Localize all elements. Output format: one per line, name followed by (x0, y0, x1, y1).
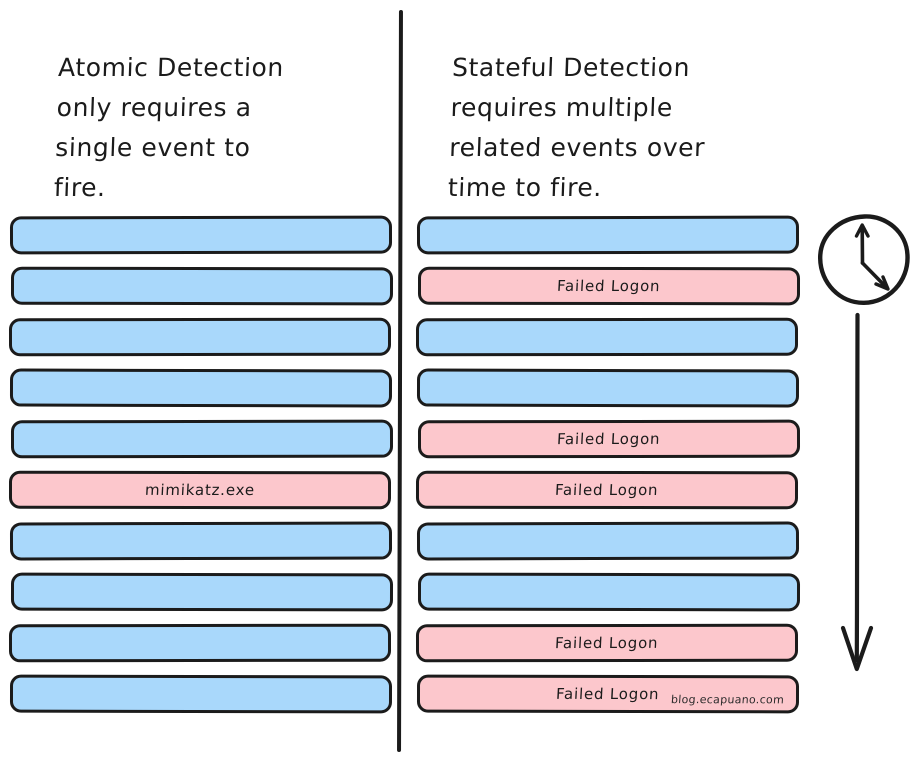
watermark-text: blog.ecapuano.com (670, 693, 785, 707)
event-bar (10, 419, 394, 459)
clock-icon (817, 214, 910, 306)
event-bar-labeled: Failed Logon (415, 623, 799, 663)
right-panel-heading: Stateful Detection requires multiple rel… (447, 53, 706, 202)
event-bar (416, 521, 800, 561)
event-bar (9, 368, 393, 408)
event-bar (417, 572, 801, 612)
left-panel-heading: Atomic Detection only requires a single … (53, 53, 285, 202)
event-bar-labeled: Failed Logon (417, 266, 801, 306)
event-label: Failed Logon (556, 429, 662, 449)
event-bar (416, 368, 800, 408)
event-label: Failed Logon (555, 684, 661, 704)
event-bar-labeled: Failed Logon (417, 419, 801, 459)
event-bar (8, 623, 392, 663)
event-bar (9, 215, 393, 255)
event-bar (9, 521, 393, 561)
event-label: Failed Logon (554, 480, 660, 500)
event-label: mimikatz.exe (144, 480, 256, 500)
event-bar-labeled: Failed Logon (415, 470, 799, 510)
event-bar (8, 317, 392, 357)
panel-divider (397, 9, 403, 753)
event-bar (416, 215, 800, 255)
event-bar-labeled: mimikatz.exe (8, 470, 392, 510)
atomic-detection-event-stream: mimikatz.exe (8, 215, 394, 714)
event-bar (10, 266, 394, 306)
event-label: Failed Logon (556, 276, 662, 296)
event-bar (10, 572, 394, 612)
event-bar-labeled: Failed Logon blog.ecapuano.com (416, 674, 800, 714)
event-bar (9, 674, 393, 714)
down-arrow-icon (840, 312, 874, 672)
event-bar (415, 317, 799, 357)
event-label: Failed Logon (554, 633, 660, 653)
